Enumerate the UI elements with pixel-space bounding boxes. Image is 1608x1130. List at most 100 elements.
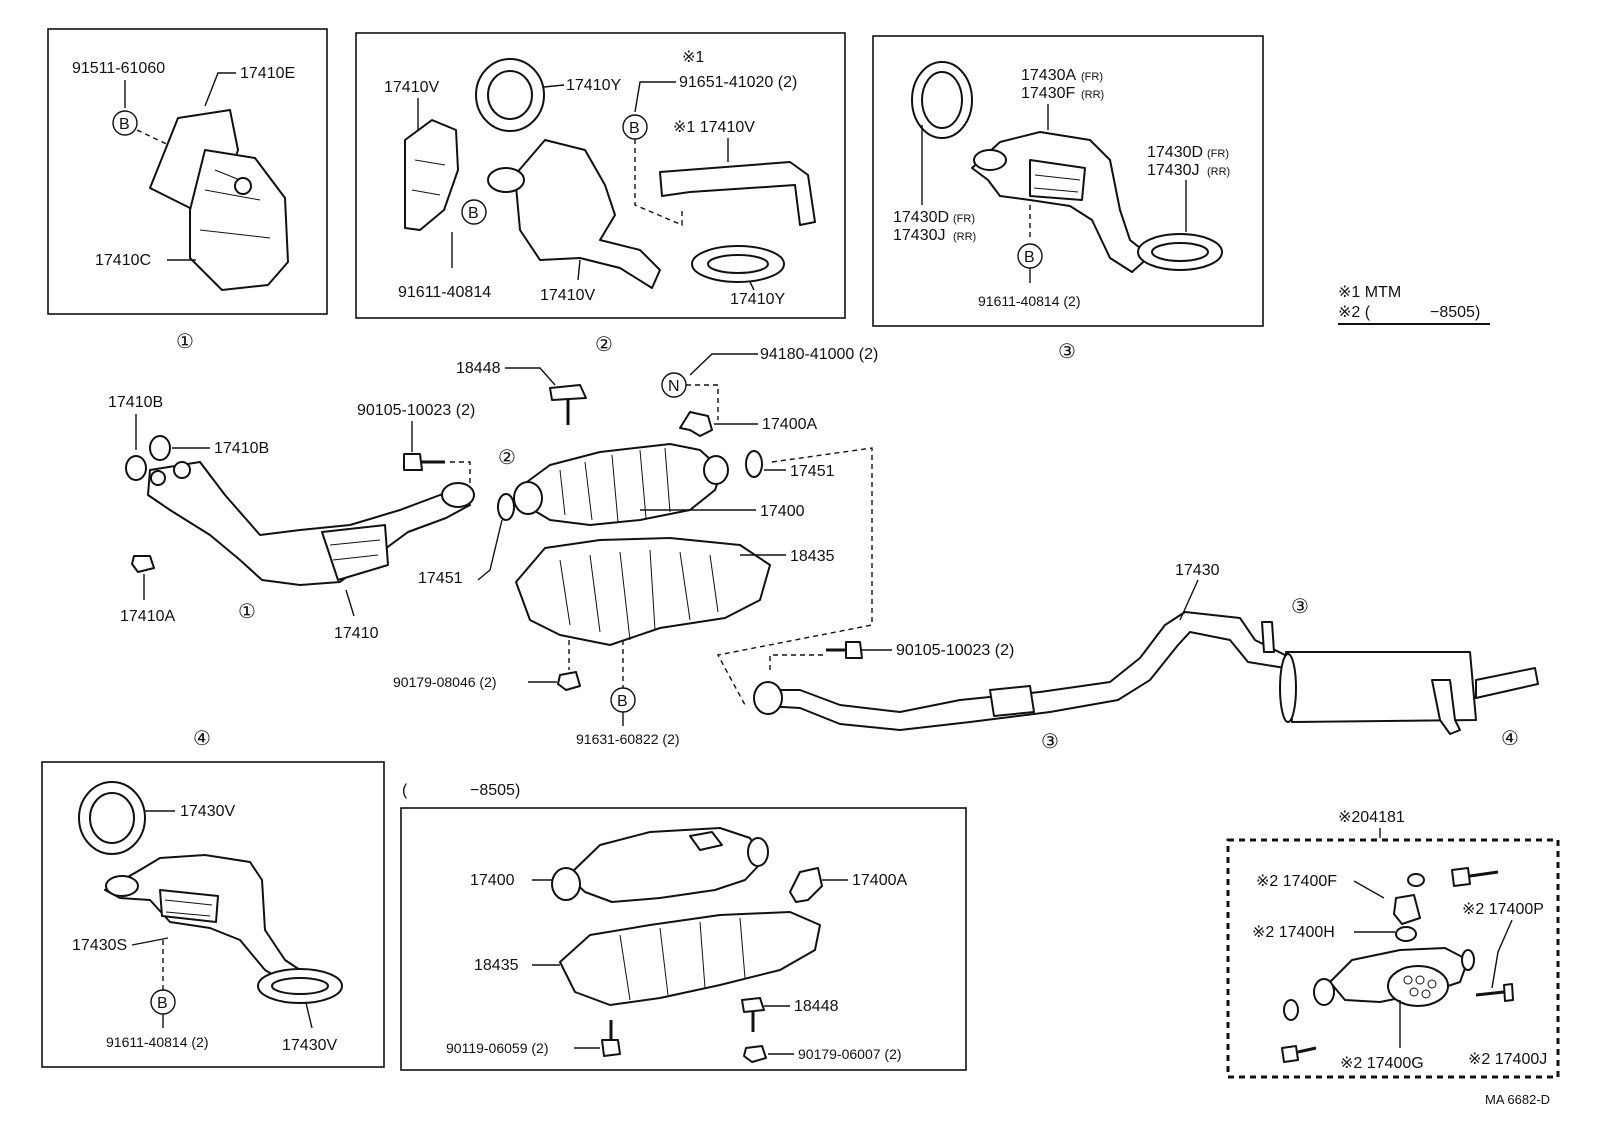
bracket-17400A (679, 411, 713, 437)
label-17400J: ※2 17400J (1468, 1051, 1547, 1068)
bolt-b-letter-main: B (617, 693, 628, 710)
gasket-17410B-a (125, 455, 147, 481)
nut-90179-06007 (743, 1045, 767, 1063)
label-17400: 17400 (760, 503, 805, 520)
bolt-90119 (601, 1039, 621, 1057)
label-17400A: 17400A (762, 416, 817, 433)
bracket-17400F (1393, 894, 1421, 925)
circle-1-box: ① (176, 331, 194, 353)
bolt-box6-bottom (1281, 1045, 1299, 1063)
detail-box-2: 17410V B 91611-40814 17410Y 17410V ※1 91… (355, 32, 846, 356)
circle-4-left: ④ (193, 728, 211, 750)
box5-title-paren: ( (402, 782, 408, 799)
label-17430: 17430 (1175, 562, 1220, 579)
label-17400G: ※2 17400G (1340, 1055, 1424, 1072)
label-17400P: ※2 17400P (1462, 901, 1544, 918)
bracket-17400A-box5 (789, 867, 823, 903)
bolt-b-letter-a: B (468, 205, 479, 222)
grommet-17400H (1395, 926, 1417, 942)
nut-n-letter: N (668, 378, 680, 395)
note-2-value: −8505) (1430, 304, 1480, 321)
front-pipe-17410 (147, 461, 471, 586)
detail-box-3: 17430D (FR) 17430J (RR) 17430A (FR) 1743… (872, 35, 1264, 363)
label-17410Y-b: 17410Y (730, 291, 785, 308)
label-17410V-c: 17410V (540, 287, 595, 304)
label-17430D-right: 17430D (1147, 144, 1203, 161)
circle-2-main: ② (498, 447, 516, 469)
label-18448: 18448 (456, 360, 501, 377)
gasket-17410B-b (149, 435, 171, 461)
label-17430J-left: 17430J (893, 227, 946, 244)
bolt-b-letter: B (1024, 249, 1035, 266)
circle-2-box: ② (595, 334, 613, 356)
circle-1-main: ① (238, 601, 256, 623)
box5-title-value: −8505) (470, 782, 520, 799)
label-17410: 17410 (334, 625, 379, 642)
exhaust-support-17410V (514, 139, 661, 289)
bolt-b-letter: B (119, 116, 130, 133)
label-17410V-a: 17410V (384, 79, 439, 96)
detail-box-5: ( −8505) 17400 17400A 18435 18448 90119-… (400, 782, 967, 1071)
heat-shield-18435-box5 (559, 911, 821, 1006)
label-91651-41020: 91651-41020 (2) (679, 74, 797, 91)
bolt-b-letter-box4: B (157, 995, 168, 1012)
stud-18448 (549, 384, 587, 401)
circle-3-bottom: ③ (1041, 731, 1059, 753)
hanger-17430 (971, 131, 1151, 273)
label-90119-06059: 90119-06059 (2) (446, 1040, 548, 1056)
label-17410B-a: 17410B (108, 394, 163, 411)
label-17400-box5: 17400 (470, 872, 515, 889)
label-17430S: 17430S (72, 937, 127, 954)
label-91611-40814-box4: 91611-40814 (2) (106, 1034, 208, 1050)
circle-4-right: ④ (1501, 728, 1519, 750)
label-90179-08046: 90179-08046 (2) (393, 674, 497, 690)
label-17410V-b: ※1 17410V (673, 119, 755, 136)
label-18435-box5: 18435 (474, 957, 519, 974)
suffix-17430J-right: (RR) (1207, 166, 1230, 178)
label-91511-61060: 91511-61060 (72, 60, 165, 77)
catalytic-converter-17400-b (567, 827, 763, 903)
label-17400A-box5: 17400A (852, 872, 907, 889)
suffix-17430D-left: (FR) (953, 213, 975, 225)
bolt-90105-a (403, 453, 423, 471)
label-90179-06007: 90179-06007 (2) (798, 1046, 902, 1062)
detail-box-1: 91511-61060 B 17410E 17410C ① (47, 28, 328, 353)
bolt-b-marker (112, 110, 138, 136)
notes: ※1 MTM ※2 ( −8505) (1338, 284, 1490, 325)
stud-18448-box5 (741, 997, 765, 1013)
bolt-b-marker (461, 199, 487, 225)
suffix-17430A: (FR) (1081, 71, 1103, 83)
detail-box-6: ※204181 ※2 17400F ※2 17400P ※2 17400H (1226, 809, 1560, 1079)
label-17430J-right: 17430J (1147, 162, 1200, 179)
label-17400H: ※2 17400H (1252, 924, 1335, 941)
detail-box-4: 17430V 17430S B 91611-40814 (2) 17430V (41, 761, 385, 1068)
main-assembly: 18448 ② 94180-41000 (2) N 17400A 17410B … (108, 346, 1539, 753)
heat-shield-18435 (515, 537, 771, 646)
label-17451-right: 17451 (790, 463, 835, 480)
label-17400F: ※2 17400F (1256, 873, 1337, 890)
bracket-17410V (404, 119, 459, 231)
circle-3-top: ③ (1291, 596, 1309, 618)
label-17410C: 17410C (95, 252, 151, 269)
label-91611-40814: 91611-40814 (398, 284, 491, 301)
note-2-mark: ※2 ( (1338, 304, 1371, 321)
label-17430V-a: 17430V (180, 803, 235, 820)
label-90105-10023-b: 90105-10023 (2) (896, 642, 1014, 659)
label-17451-left: 17451 (418, 570, 463, 587)
label-17410Y-a: 17410Y (566, 77, 621, 94)
label-18435: 18435 (790, 548, 835, 565)
suffix-17430J-left: (RR) (953, 231, 976, 243)
label-90105-10023-a: 90105-10023 (2) (357, 402, 475, 419)
label-17430V-b: 17430V (282, 1037, 337, 1054)
bolt-b-letter-b: B (629, 120, 640, 137)
bolt-box6-top (1451, 867, 1471, 887)
label-17430F: 17430F (1021, 85, 1075, 102)
circle-3-box: ③ (1058, 341, 1076, 363)
suffix-17430F: (RR) (1081, 89, 1104, 101)
note-1-mtm: ※1 MTM (1338, 284, 1401, 301)
gasket-17451-right (745, 450, 763, 478)
catalytic-converter-17400 (515, 443, 723, 526)
suffix-17430D-right: (FR) (1207, 148, 1229, 160)
label-17430A: 17430A (1021, 67, 1076, 84)
label-91631-60822: 91631-60822 (2) (576, 731, 680, 747)
